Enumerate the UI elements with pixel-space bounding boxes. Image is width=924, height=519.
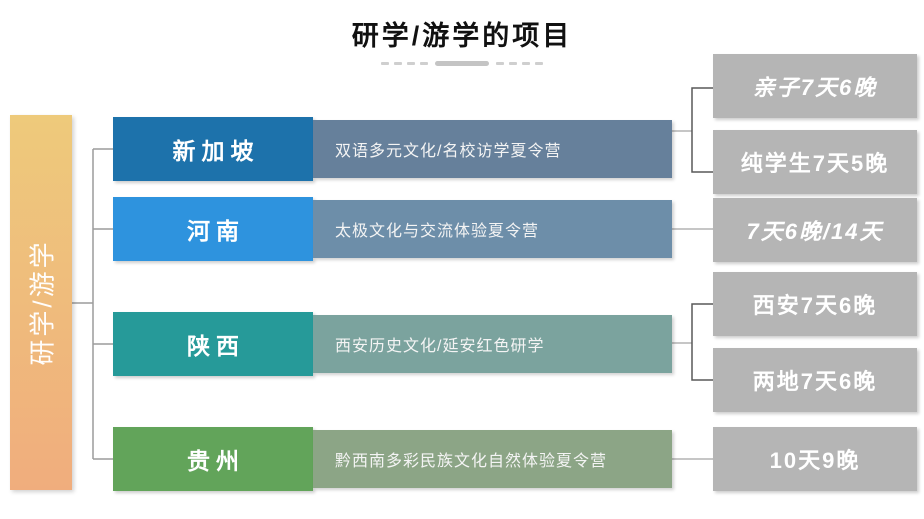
region-box-henan: 河南 bbox=[113, 197, 313, 261]
category-label: 研学/游学 bbox=[27, 239, 58, 366]
category-bar: 研学/游学 bbox=[10, 115, 72, 490]
deco-dash bbox=[535, 61, 543, 65]
program-box-shaanxi: 西安历史文化/延安红色研学 bbox=[313, 315, 672, 373]
program-box-guizhou: 黔西南多彩民族文化自然体验夏令营 bbox=[313, 430, 672, 488]
deco-dash bbox=[381, 61, 389, 65]
right-brackets bbox=[691, 87, 713, 381]
deco-dash bbox=[509, 61, 517, 65]
program-box-singapore: 双语多元文化/名校访学夏令营 bbox=[313, 120, 672, 178]
program-box-henan: 太极文化与交流体验夏令营 bbox=[313, 200, 672, 258]
duration-box-xian: 西安7天6晚 bbox=[713, 272, 917, 336]
duration-box-two-cities: 两地7天6晚 bbox=[713, 348, 917, 412]
right-stubs bbox=[672, 130, 713, 460]
duration-box-parent-child: 亲子7天6晚 bbox=[713, 54, 917, 118]
deco-dash bbox=[522, 61, 530, 65]
deco-pill bbox=[435, 60, 489, 66]
region-box-guizhou: 贵州 bbox=[113, 427, 313, 491]
duration-box-guizhou-length: 10天9晚 bbox=[713, 427, 917, 491]
deco-dash bbox=[407, 61, 415, 65]
region-box-shaanxi: 陕西 bbox=[113, 312, 313, 376]
deco-dash bbox=[496, 61, 504, 65]
deco-dash bbox=[420, 61, 428, 65]
page-title: 研学/游学的项目 bbox=[351, 21, 573, 51]
duration-box-henan-length: 7天6晚/14天 bbox=[713, 198, 917, 262]
deco-dash bbox=[394, 61, 402, 65]
title-underline-decoration bbox=[0, 59, 924, 67]
region-box-singapore: 新加坡 bbox=[113, 117, 313, 181]
left-bracket bbox=[72, 148, 113, 460]
duration-box-students-only: 纯学生7天5晚 bbox=[713, 130, 917, 194]
